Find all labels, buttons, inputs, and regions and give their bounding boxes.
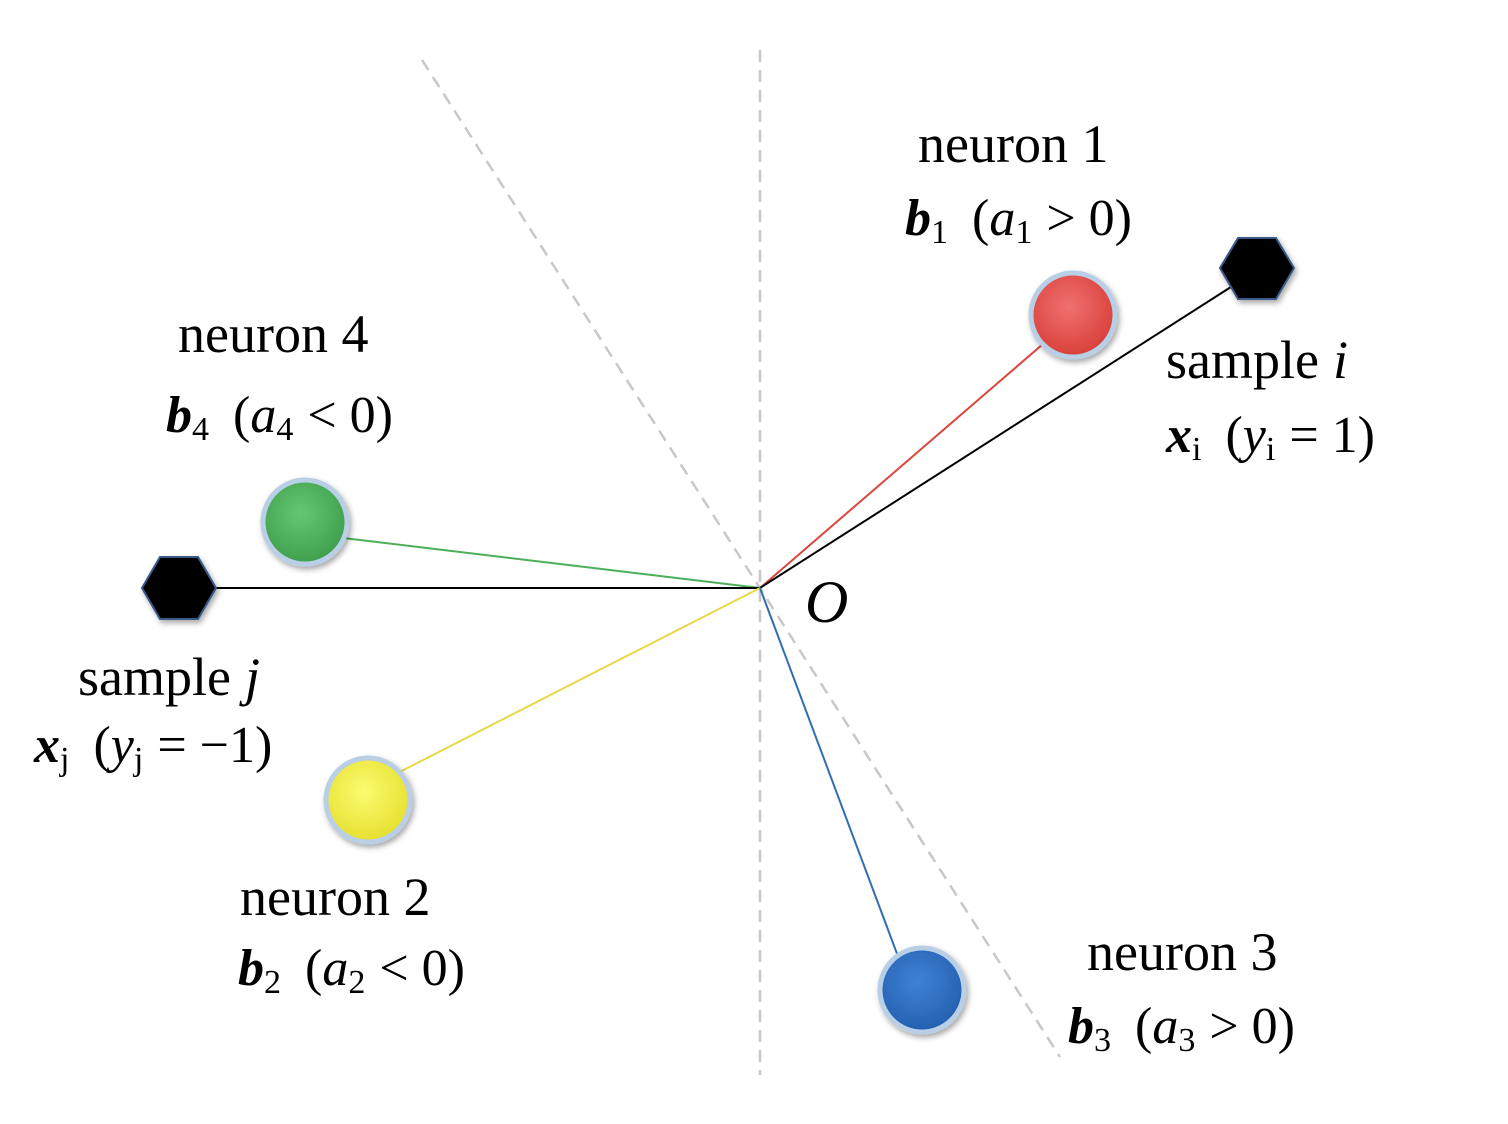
sample-i-condition: xi(yi= 1) xyxy=(1165,407,1375,468)
neuron-1-vector-line xyxy=(759,324,1066,589)
neuron-4-vector-line xyxy=(317,534,761,589)
neuron-4-node xyxy=(260,477,350,567)
diagonal-dashed-boundary xyxy=(420,59,1062,1058)
sample-j-node xyxy=(140,556,218,620)
neuron-3-vector-line xyxy=(759,587,906,976)
sample-i-vector-line xyxy=(759,277,1246,589)
sample-i-node xyxy=(1218,237,1296,300)
neuron-3-node xyxy=(877,945,967,1035)
neuron-2-condition: b2(a2< 0) xyxy=(238,940,465,1001)
neuron-1-condition: b1(a1> 0) xyxy=(905,190,1132,251)
sample-j-condition: xj(yj= −1) xyxy=(33,717,272,778)
neuron-3-condition: b3(a3> 0) xyxy=(1068,998,1295,1059)
neuron-2-node xyxy=(323,755,413,845)
neuron-2-name: neuron 2 xyxy=(240,867,430,927)
neuron-1-node xyxy=(1028,270,1118,360)
neuron-3-name: neuron 3 xyxy=(1087,922,1277,982)
neuron-1-name: neuron 1 xyxy=(918,114,1108,174)
neuron-4-condition: b4(a4< 0) xyxy=(166,387,393,448)
neuron-4-name: neuron 4 xyxy=(178,304,368,364)
neuron-2-vector-line xyxy=(379,587,761,783)
origin-label: O xyxy=(805,569,848,635)
